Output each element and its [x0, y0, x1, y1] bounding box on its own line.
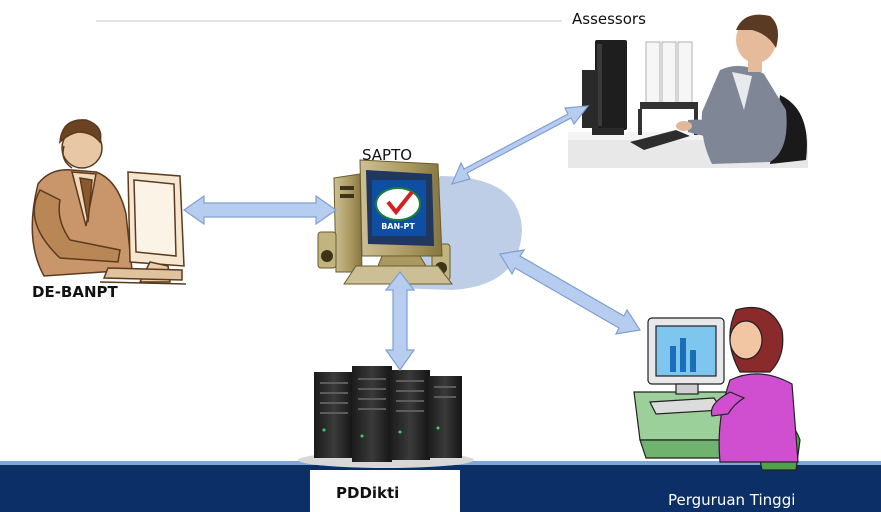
perguruan-tinggi-label: Perguruan Tinggi	[668, 491, 796, 509]
edge-sapto-de-banpt	[182, 194, 338, 226]
sapto-label: SAPTO	[362, 146, 413, 164]
pddikti-servers-illustration	[298, 366, 474, 468]
ban-pt-logo-text: BAN-PT	[381, 222, 415, 231]
de-banpt-illustration	[31, 119, 187, 285]
assessor-illustration	[568, 14, 808, 168]
arrow-sapto-de-banpt	[182, 194, 338, 226]
edge-sapto-pddikti	[384, 271, 416, 372]
pddikti-label-backdrop	[310, 470, 460, 512]
assessors-label: Assessors	[572, 10, 646, 28]
pddikti-label: PDDikti	[336, 484, 400, 502]
de-banpt-label: DE-BANPT	[32, 283, 118, 301]
arrow-sapto-assessors	[450, 105, 590, 185]
sapto-computer-illustration: BAN-PT	[317, 159, 522, 290]
arrow-sapto-perguruan-tinggi	[499, 249, 642, 335]
perguruan-tinggi-illustration	[633, 306, 801, 471]
arrow-sapto-pddikti	[384, 271, 416, 372]
edge-sapto-perguruan-tinggi	[499, 249, 642, 335]
edge-sapto-assessors	[450, 105, 590, 185]
